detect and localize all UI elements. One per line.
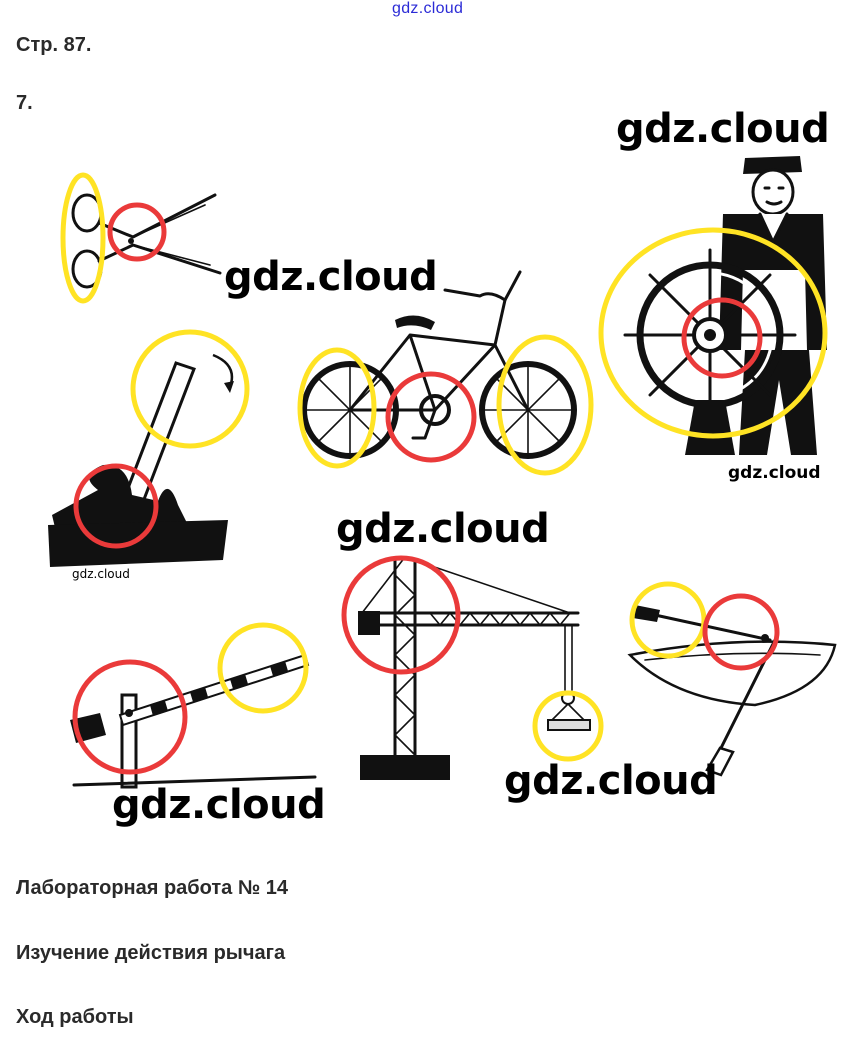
rowboat-figure bbox=[625, 580, 850, 785]
watermark-bicycle: gdz.cloud bbox=[224, 254, 437, 300]
watermark-sailor-small: gdz.cloud bbox=[728, 463, 821, 483]
task-number: 7. bbox=[16, 92, 33, 115]
scissors-handle-ring bbox=[63, 175, 103, 301]
lever-figure bbox=[48, 325, 263, 570]
lab-section: Ход работы bbox=[16, 1006, 134, 1029]
barrier-figure bbox=[60, 625, 320, 790]
watermark-top: gdz.cloud bbox=[392, 0, 463, 18]
watermark-crane-bottom: gdz.cloud bbox=[504, 758, 717, 804]
ship-wheel-figure bbox=[595, 150, 835, 470]
oar-handle-ring bbox=[632, 584, 704, 656]
rowboat-drawing bbox=[630, 605, 835, 775]
tower-crane-figure bbox=[340, 555, 610, 790]
watermark-lever-small: gdz.cloud bbox=[72, 567, 130, 581]
watermark-sailor: gdz.cloud bbox=[616, 106, 829, 152]
watermark-barrier: gdz.cloud bbox=[112, 782, 325, 828]
scissors-figure bbox=[55, 165, 235, 310]
page-reference: Стр. 87. bbox=[16, 34, 91, 57]
watermark-crane: gdz.cloud bbox=[336, 506, 549, 552]
lab-topic: Изучение действия рычага bbox=[16, 942, 285, 965]
lab-title: Лабораторная работа № 14 bbox=[16, 877, 288, 900]
